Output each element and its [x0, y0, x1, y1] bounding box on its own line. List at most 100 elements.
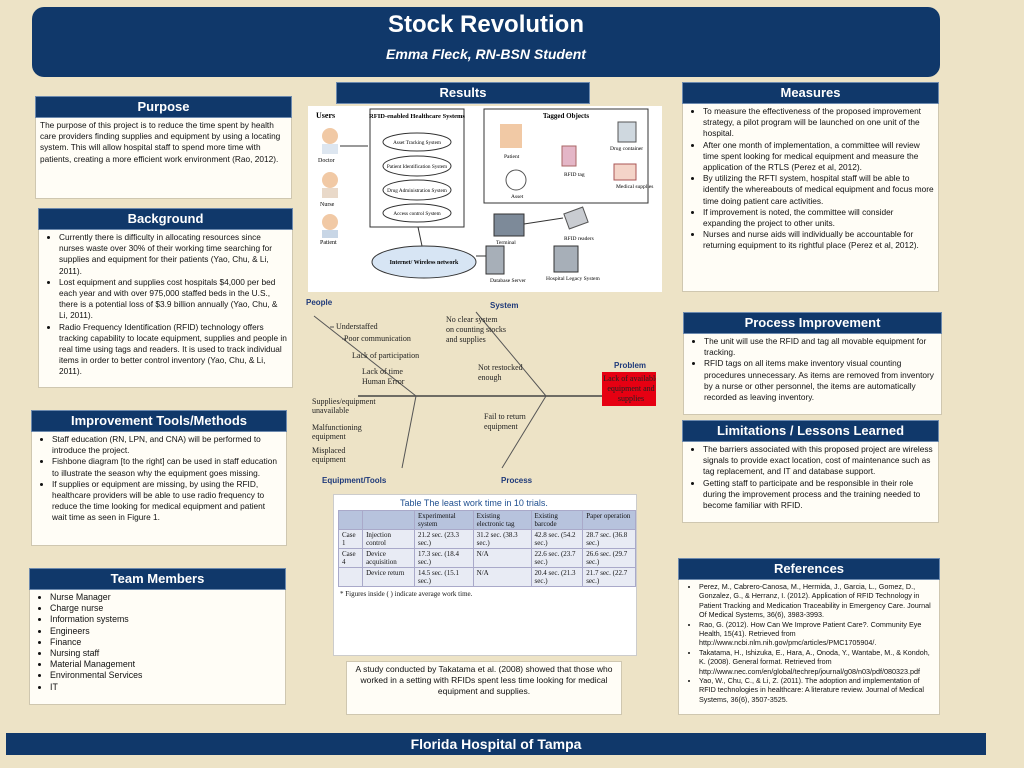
connector-line: [523, 217, 564, 225]
results-table: Experimental system Existing electronic …: [337, 510, 636, 587]
cause-misplaced-line: equipment: [312, 455, 347, 464]
system-asset-tracking: Asset Tracking System: [393, 140, 441, 146]
drug-container-image: [617, 121, 637, 143]
rfid-reader-image: [563, 206, 589, 230]
table-header-cell: Existing electronic tag: [472, 510, 532, 530]
table-row: Device return 14.5 sec. (15.1 sec.) N/A …: [337, 567, 636, 587]
table-cell: 14.5 sec. (15.1 sec.): [413, 567, 474, 587]
reference-item: Takatama, H., Ishizuka, E., Hara, A., On…: [699, 648, 935, 676]
process-heading: Process Improvement: [683, 312, 942, 334]
table-row: Case 1 Injection control 21.2 sec. (23.3…: [337, 529, 636, 549]
tagged-rfid-tag: RFID tag: [564, 172, 585, 178]
table-cell: 31.2 sec. (38.3 sec.): [472, 529, 532, 549]
purpose-section: Purpose The purpose of this project is t…: [35, 96, 292, 199]
team-item: Finance: [50, 637, 281, 648]
table-header-cell: [362, 510, 415, 530]
connector-line: [417, 226, 423, 247]
fishbone-bone-equipment: [401, 395, 417, 469]
cause-fail-return-line: Fail to return: [484, 412, 526, 421]
tools-section: Improvement Tools/Methods Staff educatio…: [31, 410, 287, 546]
user-patient: Patient: [320, 240, 337, 246]
limitations-body: The barriers associated with this propos…: [682, 442, 939, 523]
table-header-cell: [337, 510, 364, 530]
poster-author: Emma Fleck, RN-BSN Student: [386, 46, 586, 62]
system-oval: [382, 155, 452, 177]
results-section: Results: [336, 82, 590, 104]
measures-item: After one month of implementation, a com…: [703, 140, 934, 174]
team-item: Environmental Services: [50, 670, 281, 681]
measures-section: Measures To measure the effectiveness of…: [682, 82, 939, 292]
infra-database: Database Server: [490, 278, 526, 284]
team-item: IT: [50, 682, 281, 693]
team-body: Nurse Manager Charge nurse Information s…: [29, 590, 286, 705]
measures-item: Nurses and nurse aids will individually …: [703, 229, 934, 251]
problem-text-line: supplies: [618, 394, 644, 403]
reference-item: Perez, M., Cabrero-Canosa, M., Hermida, …: [699, 582, 935, 620]
table-cell: 21.2 sec. (23.3 sec.): [413, 529, 474, 549]
measures-body: To measure the effectiveness of the prop…: [682, 104, 939, 292]
cause-human-error: Human Error: [362, 377, 405, 386]
reference-item: Yao, W., Chu, C., & Li, Z. (2011). The a…: [699, 676, 935, 704]
process-item: The unit will use the RFID and tag all m…: [704, 336, 937, 358]
problem-text-line: Lack of available: [603, 374, 656, 383]
systems-title: RFID-enabled Healthcare Systems: [369, 113, 465, 120]
infra-legacy: Hospital Legacy System: [546, 276, 600, 282]
tools-item: Fishbone diagram [to the right] can be u…: [52, 456, 282, 478]
background-item: Radio Frequency Identification (RFID) te…: [59, 322, 288, 378]
table-cell: N/A: [472, 548, 532, 568]
system-drug-admin: Drug Administration System: [387, 188, 447, 194]
tagged-title: Tagged Objects: [543, 112, 589, 120]
database-server-image: [485, 245, 505, 275]
problem-text-line: equipment and: [607, 384, 654, 393]
table-cell: [337, 567, 364, 587]
table-cell: Case 4: [337, 548, 364, 568]
cause-poor-communication: Poor communication: [344, 334, 411, 343]
cause-not-restocked-line: enough: [478, 373, 502, 382]
table-header-row: Experimental system Existing electronic …: [337, 510, 636, 530]
fishbone-bone-system: [475, 311, 547, 397]
table-cell: Device return: [362, 567, 415, 587]
doctor-body: [322, 144, 338, 154]
tagged-box: [483, 108, 649, 204]
team-item: Material Management: [50, 659, 281, 670]
patient-figure: [322, 214, 338, 230]
table-caption: Table The least work time in 10 trials.: [400, 498, 548, 508]
table-header-cell: Experimental system: [413, 510, 474, 530]
system-access-control: Access control System: [393, 211, 440, 217]
system-oval: [382, 132, 452, 152]
table-cell: Injection control: [362, 529, 415, 549]
measures-item: To measure the effectiveness of the prop…: [703, 106, 934, 140]
purpose-text: The purpose of this project is to reduce…: [40, 120, 281, 164]
problem-box: [602, 372, 656, 406]
purpose-body: The purpose of this project is to reduce…: [35, 118, 292, 199]
measures-item: By utilizing the RFTI system, hospital s…: [703, 173, 934, 207]
background-item: Lost equipment and supplies cost hospita…: [59, 277, 288, 322]
tools-body: Staff education (RN, LPN, and CNA) will …: [31, 432, 287, 546]
table-cell: 21.7 sec. (22.7 sec.): [582, 567, 636, 587]
tagged-patient-image: [500, 124, 522, 148]
team-item: Nurse Manager: [50, 592, 281, 603]
tagged-patient: Patient: [504, 154, 520, 160]
limitations-item: Getting staff to participate and be resp…: [703, 478, 934, 512]
limitations-item: The barriers associated with this propos…: [703, 444, 934, 478]
rfid-tag-image: [561, 145, 577, 167]
table-cell: 20.4 sec. (21.3 sec.): [530, 567, 584, 587]
table-cell: Device acquisition: [362, 548, 415, 568]
team-item: Engineers: [50, 626, 281, 637]
table-cell: 26.6 sec. (29.7 sec.): [582, 548, 636, 568]
fishbone-process: Process: [501, 476, 533, 485]
user-nurse: Nurse: [320, 202, 335, 208]
background-section: Background Currently there is difficulty…: [38, 208, 293, 388]
fishbone-problem-label: Problem: [614, 361, 646, 370]
network-cloud: [371, 245, 477, 279]
fishbone-system: System: [490, 301, 518, 310]
table-cell: 28.7 sec. (36.8 sec.): [582, 529, 636, 549]
fishbone-bone-process: [501, 395, 547, 469]
tagged-supplies: Medical supplies: [616, 184, 653, 190]
team-item: Charge nurse: [50, 603, 281, 614]
table-cell: N/A: [472, 567, 532, 587]
cause-fail-return-line: equipment: [484, 422, 519, 431]
poster-title: Stock Revolution: [387, 11, 585, 38]
team-item: Information systems: [50, 614, 281, 625]
cause-lack-time: Lack of time: [362, 367, 403, 376]
